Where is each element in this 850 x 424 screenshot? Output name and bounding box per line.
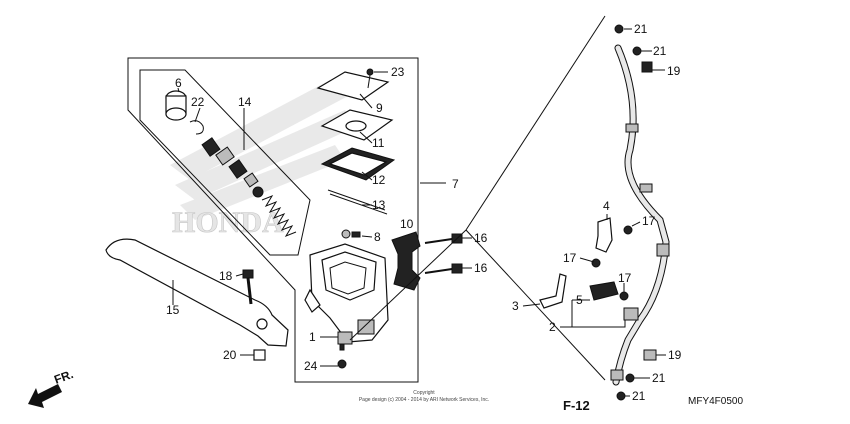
callout-21-a: 21 xyxy=(634,22,648,36)
spring-part xyxy=(261,194,297,238)
hose-clamp-5-part xyxy=(589,281,619,301)
assembly-frame xyxy=(127,57,419,383)
callout-17-a: 17 xyxy=(642,214,656,228)
callout-5: 5 xyxy=(576,293,583,307)
brake-lever-part xyxy=(105,238,289,347)
sealing-washer-upper-a-part xyxy=(614,24,624,34)
callout-16-lower: 16 xyxy=(474,261,488,275)
callout-labels: 6 22 14 23 9 11 12 7 13 10 8 16 16 18 15… xyxy=(166,22,682,403)
brake-hose-part xyxy=(610,44,670,386)
pivot-nut-part xyxy=(253,349,266,361)
callout-13: 13 xyxy=(372,198,386,212)
brake-switch-part xyxy=(337,331,353,351)
float-part xyxy=(327,189,388,215)
copyright-line-1: Copyright xyxy=(413,390,435,396)
front-arrow: FR. xyxy=(28,367,75,408)
clamp-bolt-17b-part xyxy=(591,258,601,268)
callout-6: 6 xyxy=(175,76,182,90)
callout-2: 2 xyxy=(549,320,556,334)
holder-bolt-lower-part xyxy=(424,263,463,274)
callout-4: 4 xyxy=(603,199,610,213)
callout-24: 24 xyxy=(304,359,318,373)
honda-wing-watermark-icon: HONDA xyxy=(170,80,360,239)
holder-part xyxy=(391,231,421,291)
callout-23: 23 xyxy=(391,65,405,79)
piston-boot-part xyxy=(165,90,187,121)
leader-lines xyxy=(172,15,666,397)
piston-part xyxy=(201,137,264,198)
clamp-bolt-17a-part xyxy=(623,225,633,235)
oil-bolt-lower-part xyxy=(643,349,657,361)
callout-10: 10 xyxy=(400,217,414,231)
switch-screw-part xyxy=(337,359,347,369)
callout-9: 9 xyxy=(376,101,383,115)
reservoir-cap-part xyxy=(316,71,390,101)
callout-8: 8 xyxy=(374,230,381,244)
sealing-washer-lower-a-part xyxy=(625,373,635,383)
front-arrow-icon xyxy=(28,384,62,408)
callout-20: 20 xyxy=(223,348,237,362)
diagram-code: MFY4F0500 xyxy=(688,396,743,407)
callout-11: 11 xyxy=(372,136,385,150)
sealing-washer-lower-b-part xyxy=(616,391,626,401)
callout-19-upper: 19 xyxy=(667,64,681,78)
master-cylinder-body-part xyxy=(304,243,389,343)
copyright-line-2: Page design (c) 2004 - 2014 by ARI Netwo… xyxy=(359,397,489,403)
callout-12: 12 xyxy=(372,173,386,187)
front-label: FR. xyxy=(52,367,75,387)
callout-21-d: 21 xyxy=(632,389,646,403)
circlip-part xyxy=(189,120,204,135)
callout-19-lower: 19 xyxy=(668,348,682,362)
callout-17-c: 17 xyxy=(618,271,632,285)
screw-8-part xyxy=(341,229,361,239)
callout-22: 22 xyxy=(191,95,205,109)
callout-15: 15 xyxy=(166,303,180,317)
callout-21-b: 21 xyxy=(653,44,667,58)
callout-21-c: 21 xyxy=(652,371,666,385)
callout-7: 7 xyxy=(452,177,459,191)
sealing-washer-upper-b-part xyxy=(632,46,642,56)
callout-18: 18 xyxy=(219,269,233,283)
callout-16-upper: 16 xyxy=(474,231,488,245)
section-reference: F-12 xyxy=(563,398,590,413)
oil-bolt-upper-part xyxy=(641,61,653,73)
hose-stay-3-part xyxy=(539,273,567,309)
screw-23-part xyxy=(366,68,374,89)
callout-1: 1 xyxy=(309,330,316,344)
piston-kit-frame xyxy=(139,69,311,256)
callout-14: 14 xyxy=(238,95,252,109)
clamp-bolt-17c-part xyxy=(619,291,629,301)
callout-17-b: 17 xyxy=(563,251,577,265)
callout-3: 3 xyxy=(512,299,519,313)
hose-clamp-4-part xyxy=(595,217,613,253)
